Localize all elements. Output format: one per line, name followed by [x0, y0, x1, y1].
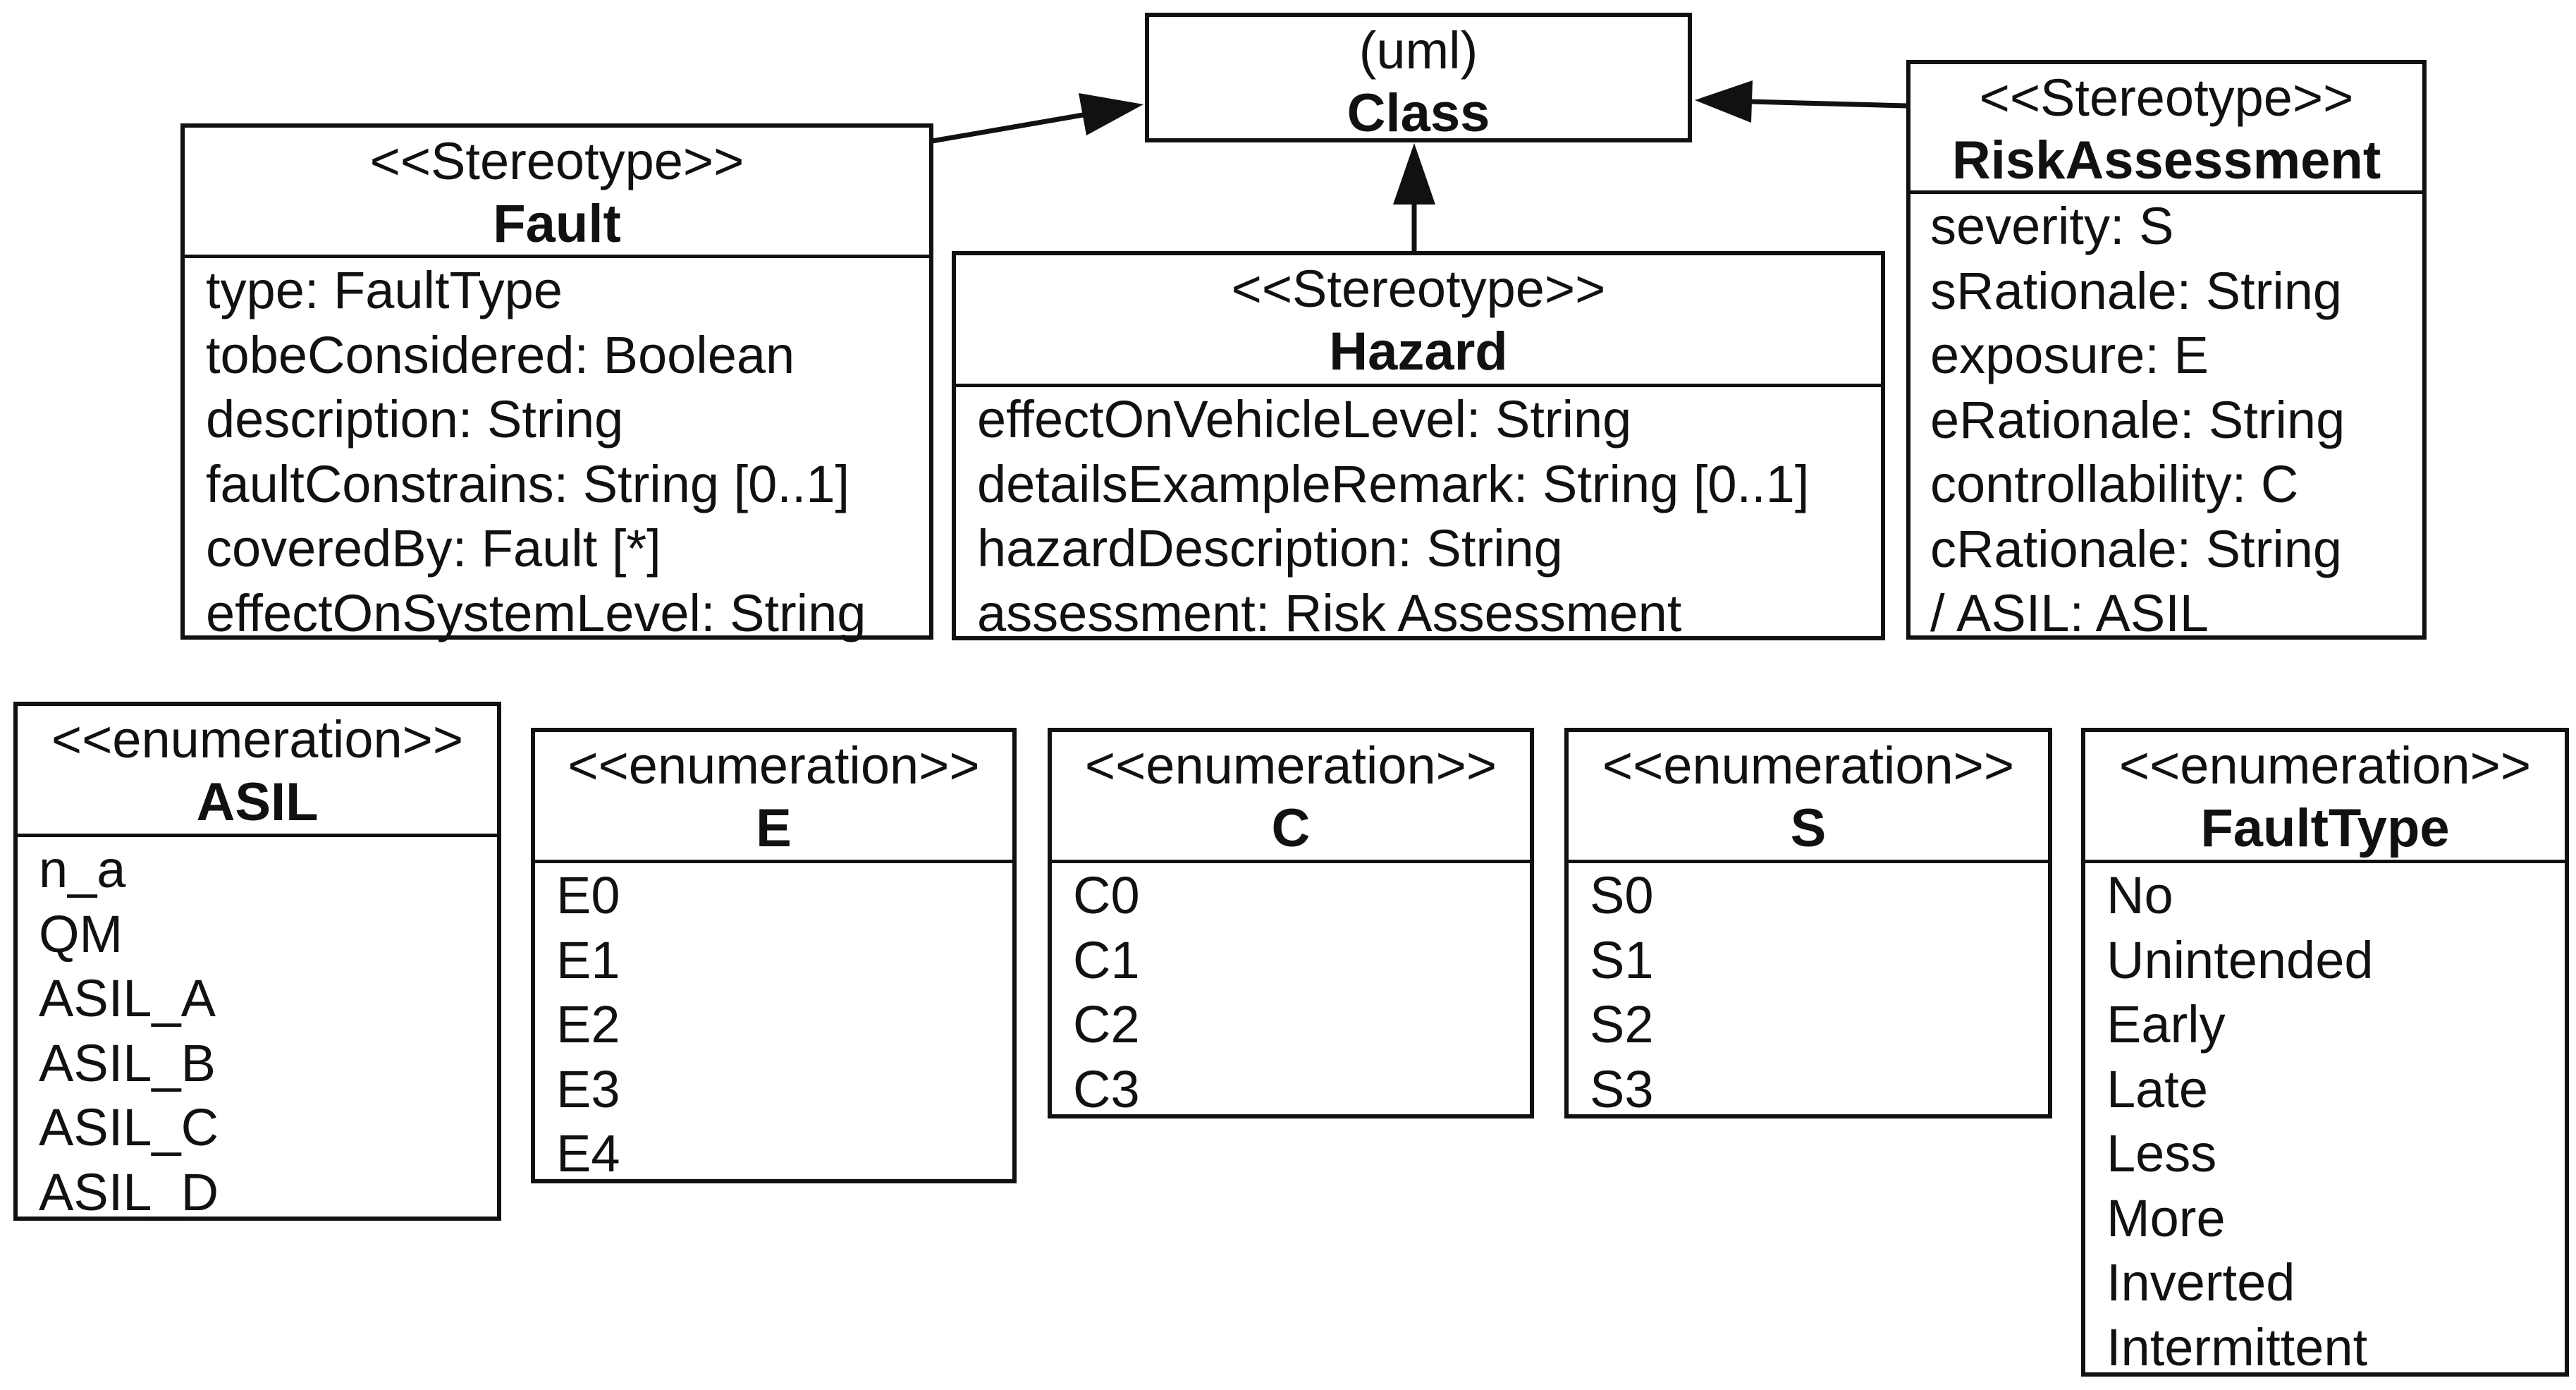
faulttype-enumeration-label: <<enumeration>>	[2118, 736, 2532, 795]
c-literal: C0	[1073, 866, 1140, 925]
c-literal-list: C0 C1 C2 C3	[1052, 863, 1530, 1121]
s-literal: S1	[1590, 930, 1654, 989]
asil-literal: QM	[39, 904, 123, 963]
faulttype-literal: Less	[2106, 1124, 2217, 1183]
fault-stereotype-label: <<Stereotype>>	[369, 132, 744, 190]
hazard-attribute: effectOnVehicleLevel: String	[977, 390, 1632, 449]
riskassessment-attribute: eRationale: String	[1930, 390, 2345, 449]
fault-attribute: description: String	[206, 390, 624, 449]
e-literal: E1	[556, 930, 620, 989]
hazard-arrowhead-icon	[1393, 143, 1435, 205]
asil-literal: ASIL_C	[39, 1098, 219, 1157]
riskassessment-stereotype-label: <<Stereotype>>	[1979, 68, 2354, 127]
hazard-stereotype-label: <<Stereotype>>	[1231, 260, 1606, 318]
asil-literal: ASIL_D	[39, 1162, 219, 1221]
fault-arrowhead-icon	[1079, 93, 1143, 135]
faulttype-enumeration-name: FaultType	[2200, 798, 2450, 858]
fault-class-name: Fault	[493, 194, 621, 254]
c-enumeration-label: <<enumeration>>	[1084, 736, 1497, 795]
faulttype-literal: Inverted	[2106, 1253, 2295, 1312]
fault-attribute: type: FaultType	[206, 261, 563, 319]
riskassessment-attribute: sRationale: String	[1930, 261, 2343, 320]
c-enumeration-box: <<enumeration>> C C0 C1 C2 C3	[1048, 728, 1534, 1118]
asil-enumeration-label: <<enumeration>>	[51, 710, 464, 769]
fault-attribute: faultConstrains: String [0..1]	[206, 454, 850, 513]
faulttype-literal: No	[2106, 866, 2173, 925]
c-enumeration-name: C	[1271, 798, 1311, 858]
s-enumeration-name: S	[1790, 798, 1827, 858]
faulttype-literal-list: No Unintended Early Late Less More Inver…	[2085, 863, 2565, 1379]
hazard-attribute-list: effectOnVehicleLevel: String detailsExam…	[956, 387, 1881, 645]
faulttype-literal: Late	[2106, 1059, 2209, 1118]
uml-class-box: (uml) Class	[1145, 13, 1692, 143]
asil-enumeration-box: <<enumeration>> ASIL n_a QM ASIL_A ASIL_…	[13, 702, 501, 1221]
e-literal: E0	[556, 866, 620, 925]
s-literal-list: S0 S1 S2 S3	[1569, 863, 2048, 1121]
asil-literal: ASIL_B	[39, 1033, 216, 1092]
uml-class-name: Class	[1347, 83, 1490, 143]
riskassessment-attribute: / ASIL: ASIL	[1930, 584, 2209, 642]
asil-literal: n_a	[39, 840, 126, 898]
riskassessment-attribute: severity: S	[1930, 197, 2174, 255]
hazard-stereotype-box: <<Stereotype>> Hazard effectOnVehicleLev…	[952, 251, 1885, 642]
riskassessment-attribute: cRationale: String	[1930, 519, 2343, 578]
e-literal: E3	[556, 1059, 620, 1118]
uml-class-note: (uml)	[1358, 21, 1478, 80]
asil-literal-list: n_a QM ASIL_A ASIL_B ASIL_C ASIL_D	[18, 837, 497, 1224]
risk-arrowhead-icon	[1695, 80, 1753, 123]
e-literal-list: E0 E1 E2 E3 E4	[535, 863, 1012, 1186]
c-literal: C2	[1073, 995, 1140, 1054]
faulttype-literal: Early	[2106, 995, 2226, 1054]
e-enumeration-box: <<enumeration>> E E0 E1 E2 E3 E4	[531, 728, 1017, 1183]
s-literal: S3	[1590, 1059, 1654, 1118]
hazard-attribute: hazardDescription: String	[977, 519, 1563, 578]
riskassessment-class-name: RiskAssessment	[1951, 130, 2381, 190]
fault-attribute-list: type: FaultType tobeConsidered: Boolean …	[185, 258, 929, 645]
fault-attribute: tobeConsidered: Boolean	[206, 325, 795, 384]
hazard-class-name: Hazard	[1329, 322, 1508, 382]
riskassessment-attribute: exposure: E	[1930, 326, 2209, 384]
fault-stereotype-box: <<Stereotype>> Fault type: FaultType tob…	[180, 123, 933, 642]
s-enumeration-box: <<enumeration>> S S0 S1 S2 S3	[1564, 728, 2052, 1118]
riskassessment-stereotype-box: <<Stereotype>> RiskAssessment severity: …	[1906, 60, 2427, 642]
s-literal: S2	[1590, 995, 1654, 1054]
faulttype-enumeration-box: <<enumeration>> FaultType No Unintended …	[2081, 728, 2569, 1377]
risk-to-class-line	[1748, 99, 1907, 109]
s-enumeration-label: <<enumeration>>	[1602, 736, 2015, 795]
faulttype-literal: Intermittent	[2106, 1317, 2368, 1377]
asil-enumeration-name: ASIL	[196, 772, 319, 832]
fault-to-class-line	[931, 111, 1088, 144]
hazard-attribute: detailsExampleRemark: String [0..1]	[977, 454, 1810, 513]
faulttype-literal: Unintended	[2106, 930, 2374, 989]
e-enumeration-label: <<enumeration>>	[568, 736, 980, 795]
asil-literal: ASIL_A	[39, 969, 216, 1028]
faulttype-literal: More	[2106, 1188, 2226, 1248]
s-literal: S0	[1590, 866, 1654, 925]
riskassessment-attribute: controllability: C	[1930, 455, 2299, 513]
riskassessment-attribute-list: severity: S sRationale: String exposure:…	[1910, 194, 2422, 646]
e-literal: E4	[556, 1124, 620, 1183]
fault-attribute: coveredBy: Fault [*]	[206, 519, 661, 578]
c-literal: C1	[1073, 930, 1140, 989]
e-enumeration-name: E	[756, 798, 792, 858]
hazard-attribute: assessment: Risk Assessment	[977, 583, 1682, 642]
e-literal: E2	[556, 995, 620, 1054]
c-literal: C3	[1073, 1059, 1140, 1118]
fault-attribute: effectOnSystemLevel: String	[206, 583, 866, 642]
